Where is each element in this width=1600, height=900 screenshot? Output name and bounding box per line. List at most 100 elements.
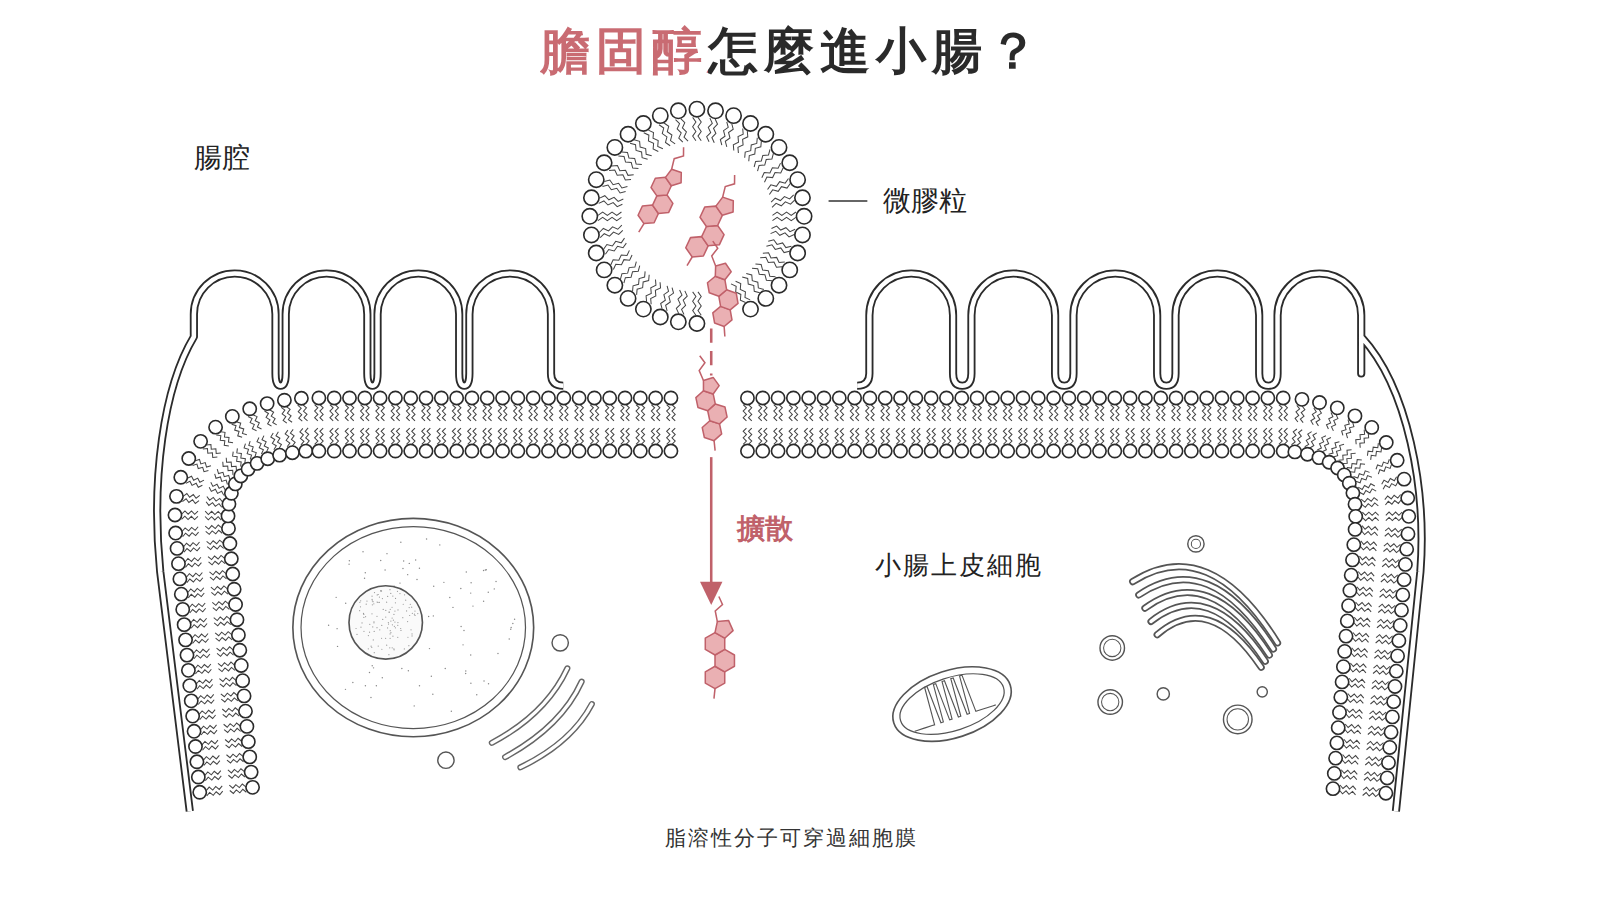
lipid-tail [1356, 430, 1365, 445]
lipid-tail [599, 201, 623, 207]
lipid-tail [707, 118, 713, 142]
lipid-tail [973, 405, 976, 421]
lipid-head [299, 444, 312, 457]
lipid-tail [1019, 405, 1022, 421]
nucleolus-stipple [404, 648, 405, 649]
lipid-tail [1177, 405, 1180, 421]
lipid-head [373, 391, 386, 404]
lipid-head [192, 770, 205, 783]
nucleolus-stipple [392, 636, 393, 637]
lipid-tail [381, 405, 384, 421]
lipid-tail [871, 405, 874, 421]
nucleolus-stipple [370, 646, 371, 647]
lipid-tail [1284, 428, 1287, 444]
lipid-tail [1346, 714, 1362, 719]
lipid-tail [871, 428, 874, 444]
nucleolus-stipple [359, 610, 360, 611]
lipid-head [358, 444, 371, 457]
lipid-tail [224, 728, 241, 732]
nucleolus-stipple [407, 637, 408, 638]
lipid-tail [191, 618, 207, 623]
lipid-head [572, 444, 585, 457]
nucleolus-stipple [412, 613, 413, 614]
nucleolus-stipple [360, 606, 361, 607]
lipid-head [743, 116, 758, 131]
vesicle-inner [1191, 539, 1200, 548]
lipid-tail [207, 496, 223, 502]
lipid-tail [599, 225, 622, 232]
lipid-head [236, 674, 249, 687]
lipid-head [955, 444, 968, 457]
lipid-tail [630, 143, 648, 159]
lipid-head [1169, 391, 1182, 404]
lipid-tail [201, 730, 217, 735]
lipid-tail [575, 428, 578, 444]
title: 膽固醇怎麼進小腸？ [540, 21, 1044, 81]
lipid-tail [212, 601, 229, 605]
lipid-tail [1254, 405, 1257, 421]
lipid-tail [1065, 428, 1068, 444]
lipid-head [671, 103, 686, 118]
lipid-tail [1233, 428, 1236, 444]
lipid-tail [1131, 405, 1134, 421]
lipid-head [328, 391, 341, 404]
lipid-tail [1357, 587, 1373, 592]
lipid-tail [437, 405, 440, 421]
nucleus-stipple [433, 586, 434, 587]
lipid-head [419, 444, 432, 457]
lipid-head [1348, 523, 1361, 536]
nucleolus-stipple [363, 631, 364, 632]
lipid-tail [840, 405, 843, 421]
lipid-tail [1356, 476, 1372, 483]
organelles [293, 518, 1278, 768]
nucleus-stipple [349, 560, 350, 561]
lipid-tail [320, 405, 323, 421]
lipid-tail [1111, 428, 1114, 444]
lipid-head [189, 740, 202, 753]
lipid-head [1339, 630, 1352, 643]
nucleolus-stipple [381, 590, 382, 591]
lipid-head [243, 750, 256, 763]
lipid-tail [698, 292, 701, 315]
lipid-head [909, 444, 922, 457]
lipid-head [557, 444, 570, 457]
lipid-tail [1049, 428, 1052, 444]
lipid-tail [514, 405, 517, 421]
lipid-tail [366, 405, 369, 421]
nucleolus-stipple [379, 596, 380, 597]
nucleus-stipple [328, 624, 329, 625]
lipid-tail [1385, 533, 1402, 537]
lipid-tail [644, 133, 659, 152]
lipid-tail [611, 250, 630, 265]
lipid-tail [1353, 638, 1369, 643]
lipid-tail [766, 245, 789, 253]
lipid-tail [902, 428, 905, 444]
lipid-head [620, 127, 635, 142]
nucleus-stipple [460, 626, 461, 627]
lipid-tail [1254, 428, 1257, 444]
microvilli-inner [157, 273, 563, 811]
lipid-tail [676, 120, 683, 143]
lipid-head [389, 391, 402, 404]
lipid-tail [648, 130, 663, 149]
lipid-tail [202, 740, 218, 745]
lipid-tail [217, 647, 234, 651]
nucleus-stipple [443, 582, 444, 583]
lipid-tail [185, 563, 201, 568]
lipid-tail [1375, 650, 1392, 654]
lipid-tail [1363, 793, 1380, 797]
microvilli-line [157, 273, 563, 811]
nucleolus-stipple [408, 645, 409, 646]
lipid-tail [1095, 405, 1098, 421]
nucleolus-stipple [372, 600, 373, 601]
vesicle-inner [1104, 639, 1121, 656]
micelle-label: 微膠粒 [883, 184, 967, 218]
er-lumen [492, 668, 568, 742]
lipid-head [1345, 569, 1358, 582]
lipid-tail [1070, 405, 1073, 421]
lipid-head [225, 552, 238, 565]
lipid-tail [184, 547, 200, 552]
lipid-head [1387, 695, 1400, 708]
nucleolus-stipple [391, 607, 392, 608]
nucleolus-stipple [387, 627, 388, 628]
